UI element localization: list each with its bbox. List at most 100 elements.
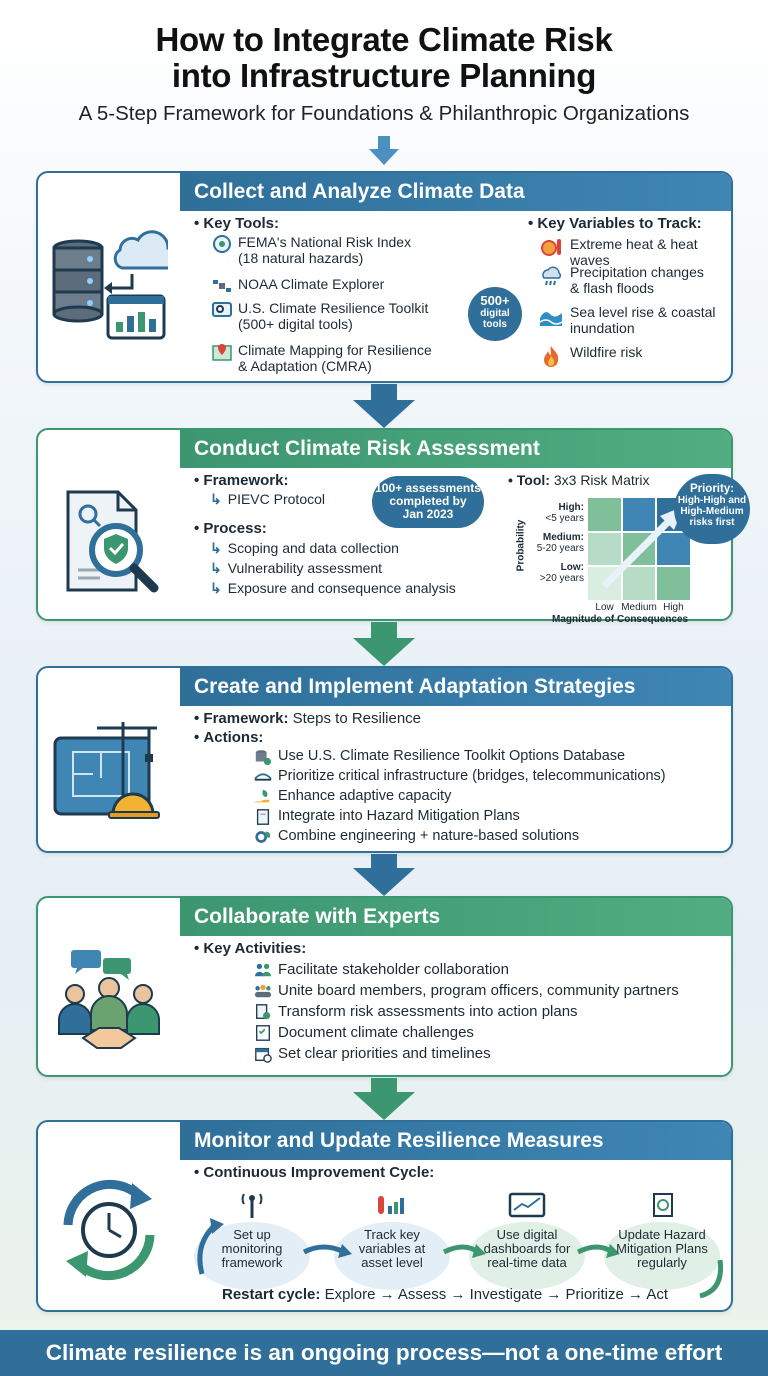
list-item: ↳Exposure and consequence analysis [210, 580, 456, 596]
row-label-medium: Medium:5-20 years [536, 532, 584, 554]
list-item: U.S. Climate Resilience Toolkit(500+ dig… [212, 300, 464, 342]
consequences-axis-title: Magnitude of Consequences [552, 614, 689, 625]
step1-title: Collect and Analyze Climate Data [180, 173, 731, 211]
list-item: FEMA's National Risk Index(18 natural ha… [212, 234, 464, 276]
activities-list: Facilitate stakeholder collaboration Uni… [254, 961, 721, 1066]
framework-value: Steps to Resilience [292, 710, 422, 727]
document-magnifier-icon [50, 466, 168, 616]
page-title-line2: into Infrastructure Planning [171, 57, 597, 94]
database-gear-icon [255, 750, 272, 766]
list-item: Precipitation changes& flash floods [538, 264, 728, 304]
list-item: Combine engineering + nature-based solut… [254, 828, 721, 848]
list-item: Document climate challenges [254, 1024, 721, 1045]
satellite-icon [213, 280, 231, 292]
list-item: Facilitate stakeholder collaboration [254, 961, 721, 982]
step1-card: Collect and Analyze Climate Data • Key T… [36, 171, 733, 383]
list-item: Transform risk assessments into action p… [254, 1003, 721, 1024]
clock-cycle-icon [50, 1152, 168, 1307]
process-list: ↳Scoping and data collection ↳Vulnerabil… [210, 540, 494, 600]
list-item: Unite board members, program officers, c… [254, 982, 721, 1003]
tool-label: Tool: [516, 472, 550, 488]
list-item: Use U.S. Climate Resilience Toolkit Opti… [254, 748, 721, 768]
map-pin-icon [212, 344, 232, 361]
step4-card: Collaborate with Experts • Key Activitie… [36, 896, 733, 1077]
assessments-badge: 100+ assessments completed by Jan 2023 [372, 476, 484, 528]
step3-title: Create and Implement Adaptation Strategi… [180, 668, 731, 706]
down-arrow-icon [369, 136, 399, 165]
digital-tools-badge: 500+ digital tools [468, 287, 522, 341]
priority-badge: Priority: High-High and High-Medium risk… [674, 474, 750, 544]
list-item: Prioritize critical infrastructure (brid… [254, 768, 721, 788]
document-gear-icon [256, 1004, 271, 1020]
down-arrow-icon [353, 854, 415, 896]
col-label-low: Low [595, 602, 614, 613]
gear-globe-icon [213, 235, 231, 253]
step5-card: Monitor and Update Resilience Measures •… [36, 1120, 733, 1312]
header: How to Integrate Climate Risk into Infra… [0, 22, 768, 126]
list-item: ↳Scoping and data collection [210, 540, 399, 556]
thermometer-chart-icon [378, 1196, 404, 1214]
list-item: ↳Vulnerability assessment [210, 560, 383, 576]
page-title-line1: How to Integrate Climate Risk [155, 21, 613, 58]
rain-cloud-icon [542, 266, 562, 286]
step3-card: Create and Implement Adaptation Strategi… [36, 666, 733, 853]
col-label-high: High [663, 602, 684, 613]
hand-leaf-icon [254, 789, 270, 803]
process-label: Process: [203, 520, 267, 537]
framework-label: Framework: [203, 472, 289, 489]
list-item: Integrate into Hazard Mitigation Plans [254, 808, 721, 828]
framework-label: Framework: [203, 710, 289, 727]
col-label-medium: Medium [621, 602, 657, 613]
list-item: ↳PIEVC Protocol [210, 491, 325, 507]
checklist-icon [256, 1025, 270, 1041]
tool-value: 3x3 Risk Matrix [553, 472, 650, 488]
bridge-icon [254, 773, 272, 781]
step2-card: Conduct Climate Risk Assessment • Framew… [36, 428, 750, 625]
page-subtitle: A 5-Step Framework for Foundations & Phi… [78, 102, 690, 125]
down-arrow-icon [353, 1078, 415, 1120]
group-icon [254, 984, 272, 998]
step1-content: • Key Tools: FEMA's National Risk Index(… [194, 215, 721, 375]
down-arrow-icon [353, 384, 415, 428]
cycle-arrows [194, 1192, 724, 1299]
step3-content: • Framework: Steps to Resilience • Actio… [194, 710, 721, 845]
step4-title: Collaborate with Experts [180, 898, 731, 936]
actions-list: Use U.S. Climate Resilience Toolkit Opti… [254, 748, 721, 848]
calendar-clock-icon [255, 1047, 272, 1063]
actions-label: Actions: [203, 729, 264, 746]
row-label-low: Low:>20 years [539, 562, 584, 584]
document-icon [256, 809, 270, 825]
people-icon [254, 963, 272, 977]
tool-list: FEMA's National Risk Index(18 natural ha… [212, 234, 464, 384]
key-tools-heading: Key Tools: [203, 215, 279, 232]
step2-content: • Framework: ↳PIEVC Protocol • Process: … [194, 472, 750, 625]
blueprint-crane-icon [50, 698, 168, 848]
step2-title: Conduct Climate Risk Assessment [180, 430, 731, 468]
activities-label: Key Activities: [203, 940, 307, 957]
antenna-icon [241, 1193, 263, 1218]
list-item: Extreme heat & heat waves [538, 236, 728, 268]
document-cycle-icon [653, 1193, 673, 1217]
list-item: Enhance adaptive capacity [254, 788, 721, 808]
list-item: Wildfire risk [538, 344, 728, 370]
footer-banner: Climate resilience is an ongoing process… [0, 1330, 768, 1376]
step4-content: • Key Activities: Facilitate stakeholder… [194, 940, 721, 1069]
gear-leaf-icon [255, 831, 271, 843]
database-cloud-icon [50, 203, 168, 363]
restart-cycle: Restart cycle: Explore → Assess → Invest… [222, 1286, 669, 1303]
list-item: Climate Mapping for Resilience& Adaptati… [212, 342, 464, 384]
variables-heading: Key Variables to Track: [537, 215, 702, 232]
step5-title: Monitor and Update Resilience Measures [180, 1122, 731, 1160]
toolkit-icon [212, 302, 232, 317]
cycle-label: Continuous Improvement Cycle: [203, 1164, 435, 1181]
list-item: Set clear priorities and timelines [254, 1045, 721, 1066]
team-handshake-icon [50, 928, 168, 1073]
row-label-high: High:<5 years [545, 502, 584, 524]
